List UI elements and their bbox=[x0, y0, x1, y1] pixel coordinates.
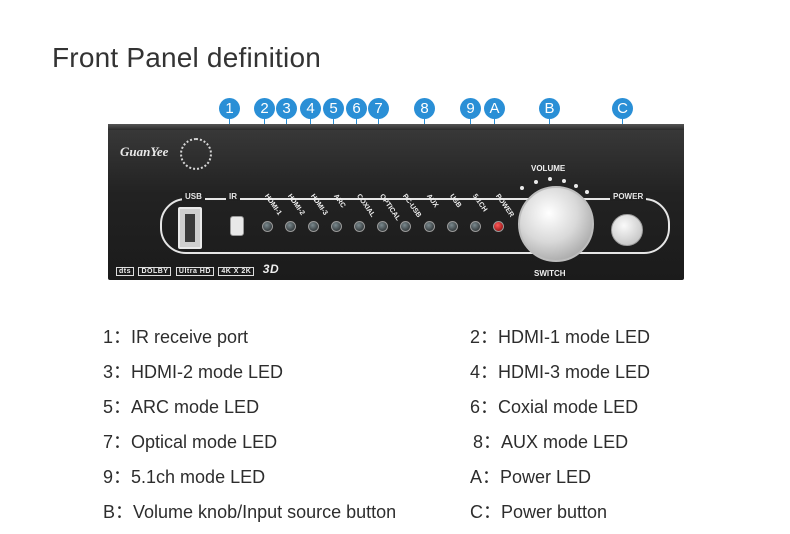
power-tag: POWER bbox=[610, 192, 647, 201]
callout-a: A bbox=[484, 98, 505, 119]
dolby-logo: DOLBY bbox=[138, 267, 172, 276]
legend-key: 9 bbox=[103, 467, 114, 487]
legend-item-2: 2：HDMI-1 mode LED bbox=[470, 327, 651, 347]
3d-logo: 3D bbox=[262, 262, 280, 276]
legend-text: AUX mode LED bbox=[501, 432, 629, 452]
callout-7: 7 bbox=[368, 98, 389, 119]
legend-text: Volume knob/Input source button bbox=[133, 502, 397, 522]
volume-dot-icon bbox=[585, 190, 589, 194]
legend-item-1: 1：IR receive port bbox=[103, 327, 249, 347]
ir-tag: IR bbox=[226, 192, 240, 201]
led-label: 5.1CH bbox=[471, 192, 489, 214]
led-usb: USB bbox=[447, 193, 462, 232]
device-front-panel: GuanYee VOLUME USB IR POWER HDMI-1 HDMI-… bbox=[108, 124, 684, 280]
led-label: COXIAL bbox=[355, 192, 376, 219]
volume-dot-icon bbox=[548, 177, 552, 181]
callout-2: 2 bbox=[254, 98, 275, 119]
brand-swirl-icon bbox=[180, 138, 212, 170]
legend-key: A bbox=[470, 467, 483, 487]
callout-3: 3 bbox=[276, 98, 297, 119]
callout-5: 5 bbox=[323, 98, 344, 119]
led-arc: ARC bbox=[331, 193, 346, 232]
usb-port[interactable] bbox=[178, 207, 202, 249]
legend-item-b: B：Volume knob/Input source button bbox=[103, 502, 397, 522]
volume-dot-icon bbox=[534, 180, 538, 184]
legend-key: 4 bbox=[470, 362, 481, 382]
led-label: PC-USB bbox=[401, 192, 423, 219]
ir-receiver bbox=[230, 216, 244, 236]
led-label: ARC bbox=[332, 192, 347, 210]
legend-item-3: 3：HDMI-2 mode LED bbox=[103, 362, 284, 382]
callout-4: 4 bbox=[300, 98, 321, 119]
led-label: OPTICAL bbox=[378, 192, 402, 223]
legend-key: 3 bbox=[103, 362, 114, 382]
legend-key: B bbox=[103, 502, 116, 522]
brand-logo: GuanYee bbox=[120, 144, 169, 159]
led-hdmi-1: HDMI-1 bbox=[262, 193, 283, 232]
legend-text: HDMI-3 mode LED bbox=[498, 362, 651, 382]
volume-dot-icon bbox=[520, 186, 524, 190]
power-button[interactable] bbox=[611, 214, 643, 246]
legend-text: Power LED bbox=[500, 467, 592, 487]
led-power: POWER bbox=[493, 193, 515, 232]
usb-tag: USB bbox=[182, 192, 205, 201]
legend-key: 2 bbox=[470, 327, 481, 347]
legend-text: HDMI-2 mode LED bbox=[131, 362, 284, 382]
callout-b: B bbox=[539, 98, 560, 119]
callout-c: C bbox=[612, 98, 633, 119]
led-label: AUX bbox=[425, 192, 440, 210]
led-aux: AUX bbox=[424, 193, 439, 232]
legend-item-7: 7：Optical mode LED bbox=[103, 432, 278, 452]
led-label: HDMI-3 bbox=[309, 192, 329, 217]
page-title: Front Panel definition bbox=[52, 42, 322, 73]
volume-label: VOLUME bbox=[531, 164, 566, 173]
led-label: HDMI-2 bbox=[286, 192, 306, 217]
switch-label: SWITCH bbox=[534, 269, 566, 278]
legend-text: IR receive port bbox=[131, 327, 249, 347]
legend-key: 1 bbox=[103, 327, 114, 347]
legend-item-4: 4：HDMI-3 mode LED bbox=[470, 362, 651, 382]
legend-text: 5.1ch mode LED bbox=[131, 467, 266, 487]
volume-dot-icon bbox=[562, 179, 566, 183]
callout-9: 9 bbox=[460, 98, 481, 119]
led-coxial: COXIAL bbox=[354, 193, 376, 232]
dts-logo: dts bbox=[116, 267, 134, 276]
legend-text: Optical mode LED bbox=[131, 432, 278, 452]
led-hdmi-3: HDMI-3 bbox=[308, 193, 329, 232]
legend-item-a: A：Power LED bbox=[470, 467, 592, 487]
resolution-logo: 4K X 2K bbox=[218, 267, 255, 276]
legend-item-5: 5：ARC mode LED bbox=[103, 397, 260, 417]
legend-text: HDMI-1 mode LED bbox=[498, 327, 651, 347]
legend-text: Coxial mode LED bbox=[498, 397, 639, 417]
legend-key: C bbox=[470, 502, 483, 522]
legend-key: 6 bbox=[470, 397, 481, 417]
callout-8: 8 bbox=[414, 98, 435, 119]
format-logos: dts DOLBY Ultra HD 4K X 2K 3D bbox=[116, 262, 279, 276]
legend-key: 7 bbox=[103, 432, 114, 452]
led-label: USB bbox=[448, 192, 463, 210]
led-optical: OPTICAL bbox=[377, 193, 401, 232]
legend-item-6: 6：Coxial mode LED bbox=[470, 397, 639, 417]
legend-key: 5 bbox=[103, 397, 114, 417]
ultra-hd-logo: Ultra HD bbox=[175, 267, 214, 276]
volume-dot-icon bbox=[574, 184, 578, 188]
led-label: POWER bbox=[494, 192, 515, 219]
led-pc-usb: PC-USB bbox=[400, 193, 422, 232]
led-5-1ch: 5.1CH bbox=[470, 193, 488, 232]
legend-item-c: C：Power button bbox=[470, 502, 608, 522]
legend-item-8: 8：AUX mode LED bbox=[473, 432, 629, 452]
volume-knob[interactable] bbox=[518, 186, 594, 262]
led-hdmi-2: HDMI-2 bbox=[285, 193, 306, 232]
legend-text: ARC mode LED bbox=[131, 397, 260, 417]
legend-key: 8 bbox=[473, 432, 484, 452]
control-strip: USB IR POWER HDMI-1 HDMI-2 HDMI-3 ARC CO… bbox=[160, 192, 670, 254]
legend-item-9: 9：5.1ch mode LED bbox=[103, 467, 266, 487]
led-label: HDMI-1 bbox=[263, 192, 283, 217]
legend-text: Power button bbox=[501, 502, 608, 522]
callout-1: 1 bbox=[219, 98, 240, 119]
callout-6: 6 bbox=[346, 98, 367, 119]
